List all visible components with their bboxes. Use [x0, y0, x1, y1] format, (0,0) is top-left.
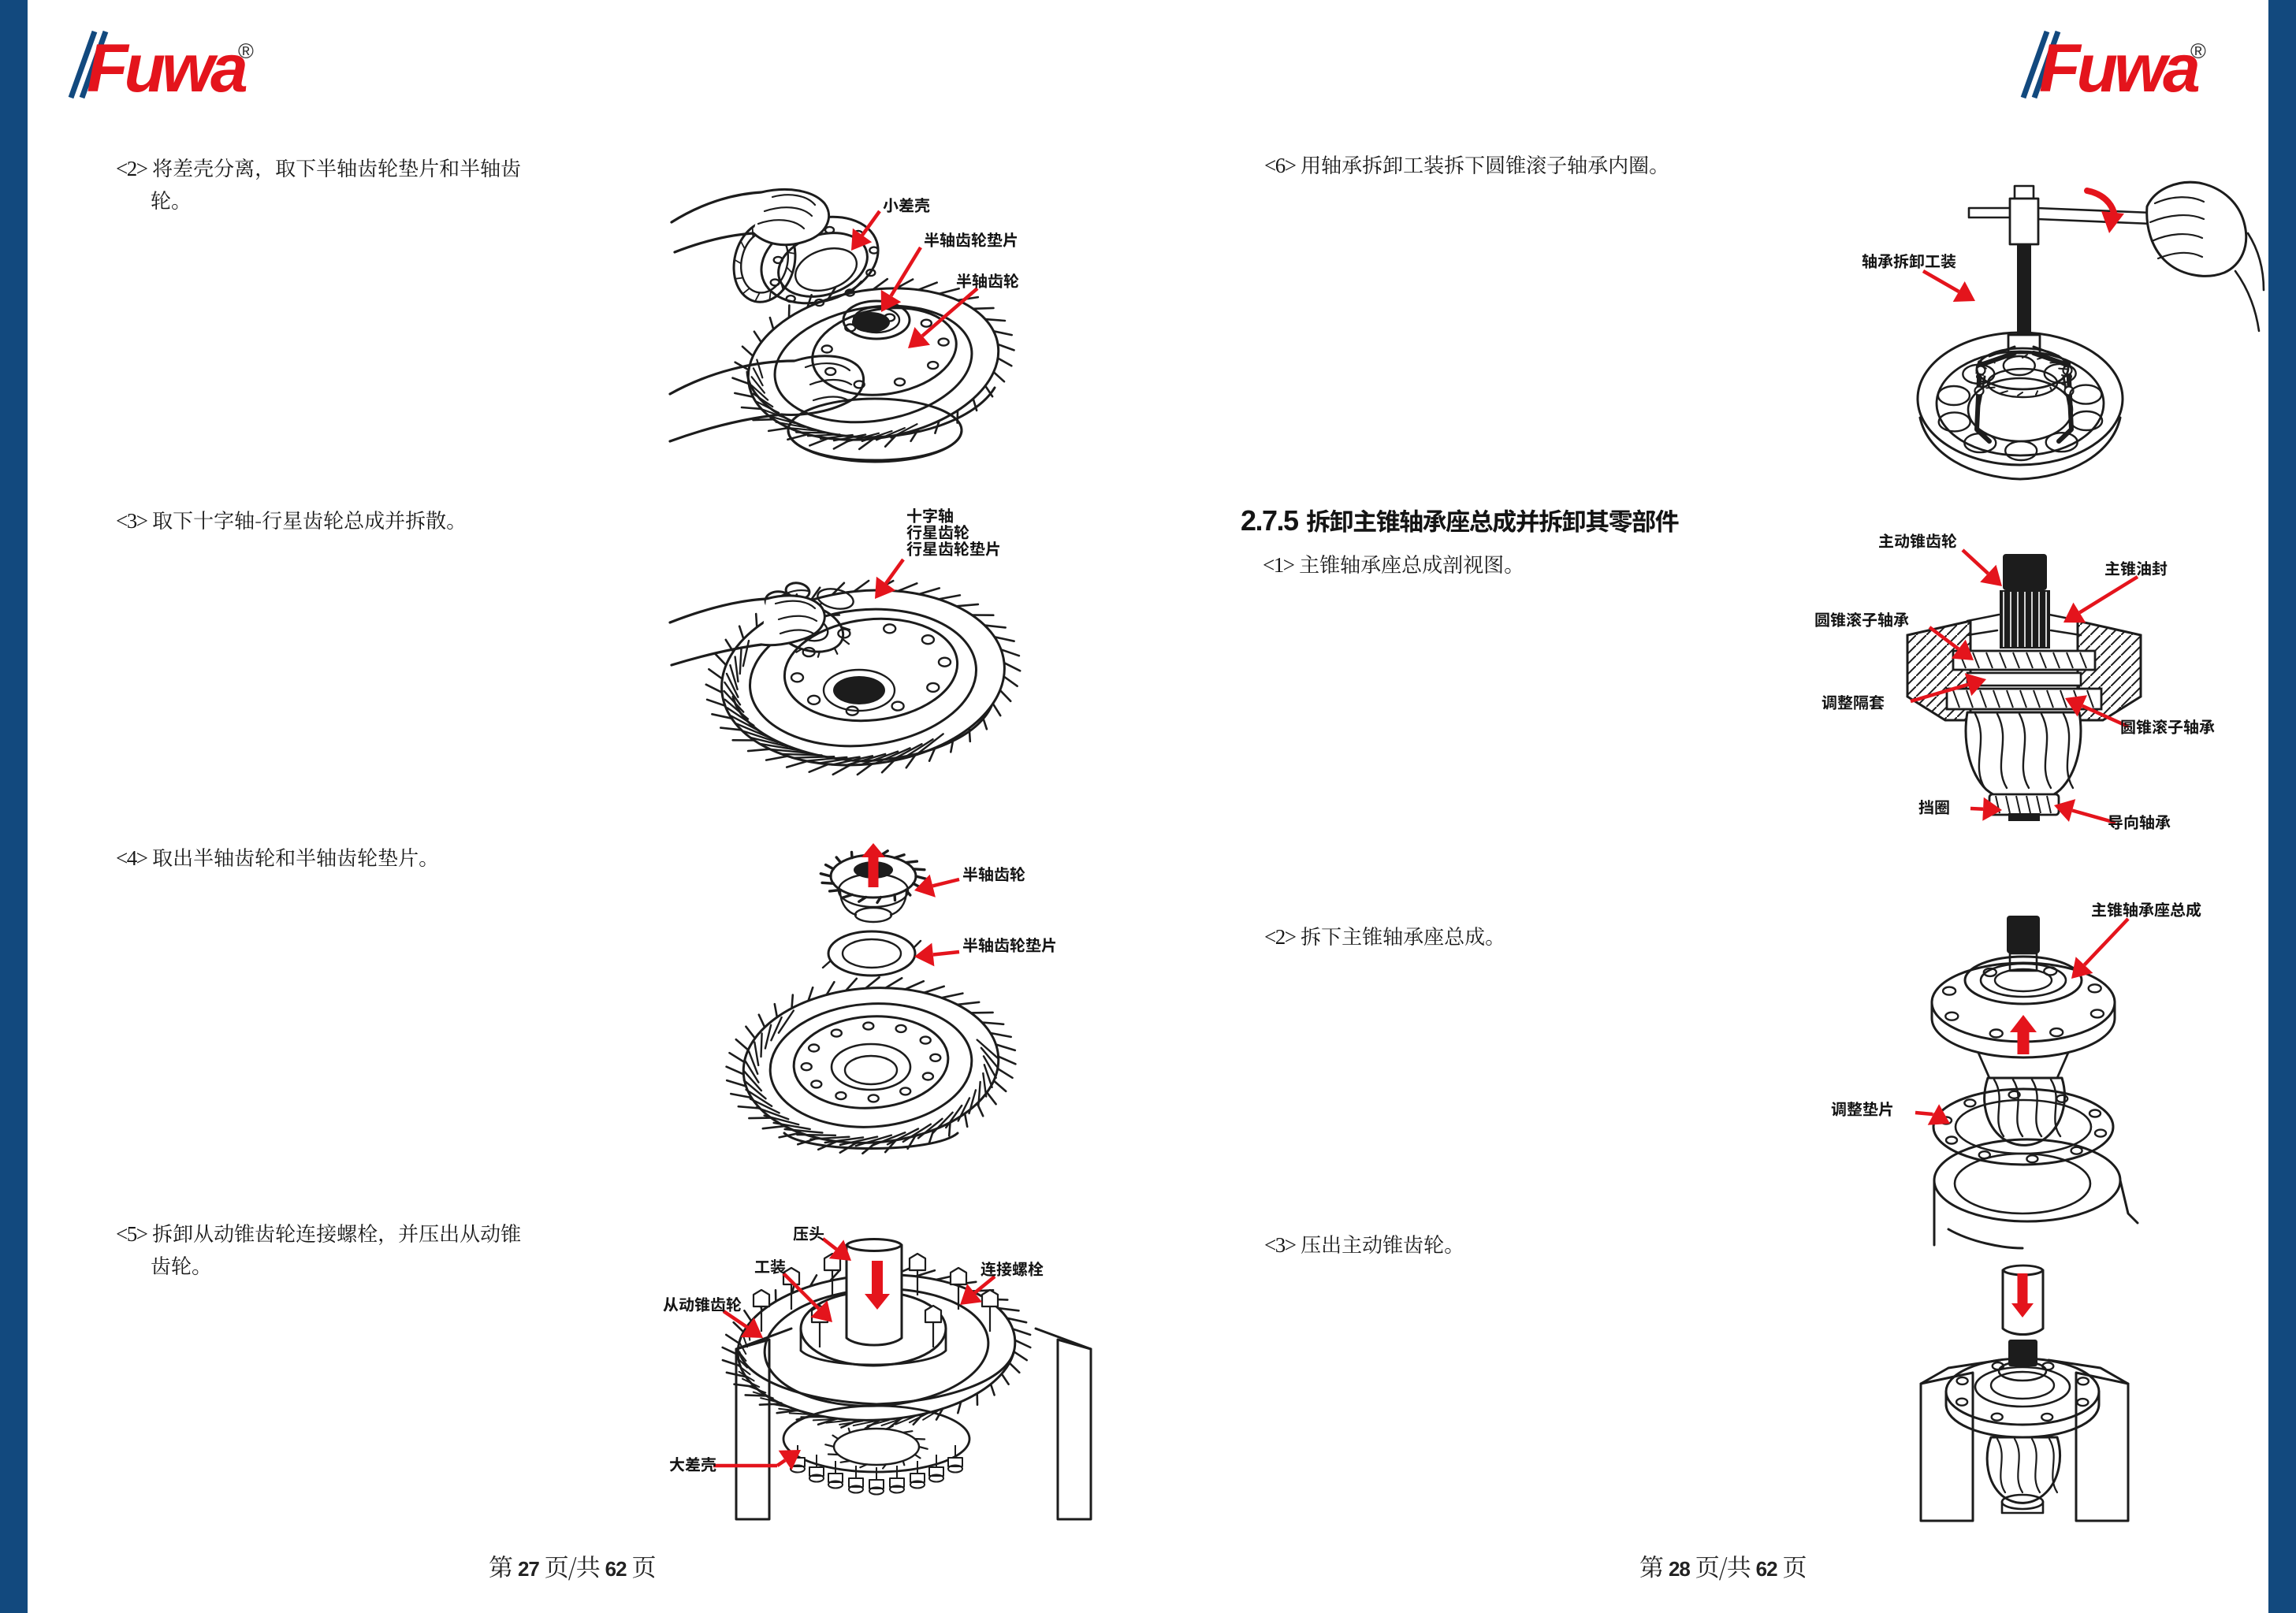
svg-text:®: ® — [238, 39, 254, 63]
svg-text:Fuwa: Fuwa — [2039, 31, 2199, 106]
svg-text:Fuwa: Fuwa — [87, 31, 247, 106]
svg-text:®: ® — [2190, 39, 2206, 63]
